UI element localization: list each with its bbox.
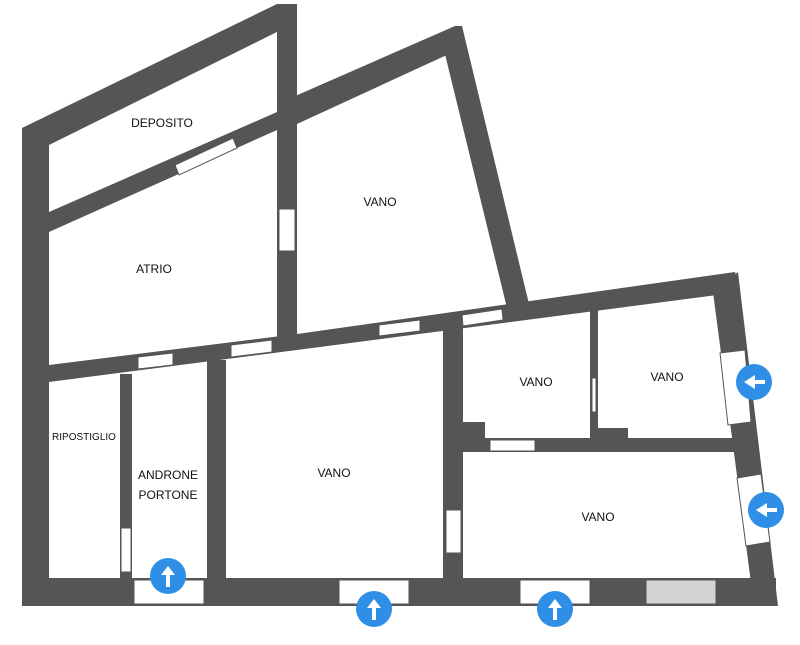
wall-pier-left (463, 422, 485, 440)
room-label-androne: ANDRONE (138, 468, 198, 482)
room-label-vano-bottom-right: VANO (581, 510, 614, 524)
arrow-left-icon (744, 375, 765, 389)
room-label-vano-center: VANO (317, 466, 350, 480)
openings (120, 137, 771, 605)
entrance-marker-androne[interactable] (150, 558, 186, 594)
arrow-up-icon (367, 599, 381, 620)
door-deposito-vano (174, 137, 238, 176)
door-atrio-ripostiglio-side (137, 352, 174, 370)
entrance-marker-vano-center[interactable] (356, 591, 392, 627)
door-ripostiglio (120, 527, 132, 573)
entrance-marker-vano-bottom-right[interactable] (537, 591, 573, 627)
wall-top-diagonal-left (22, 4, 297, 145)
sealed-opening (645, 579, 717, 605)
room-label-deposito: DEPOSITO (131, 116, 193, 130)
arrow-up-icon (548, 599, 562, 620)
wall-vertical-center (277, 4, 297, 348)
room-label-ripostiglio: RIPOSTIGLIO (52, 432, 116, 443)
door-atrio-vano (278, 208, 296, 252)
arrow-left-icon (756, 503, 777, 517)
room-label-atrio: ATRIO (136, 262, 172, 276)
wall-pier-right (598, 428, 628, 440)
walls (22, 4, 778, 606)
room-label-portone: PORTONE (139, 488, 198, 502)
door-vano-top-vano-mid (461, 308, 504, 327)
arrow-up-icon (161, 566, 175, 587)
room-label-vano-mid-right: VANO (650, 370, 683, 384)
wall-slanted-vano-top (443, 26, 529, 308)
wall-ripostiglio-androne (120, 374, 132, 578)
wall-top-diagonal-right (277, 26, 462, 130)
wall-deposito-atrio (49, 112, 277, 232)
door-vano-mid-divider (591, 377, 597, 413)
entrance-marker-vano-bottom-right-side[interactable] (748, 492, 784, 528)
wall-outer-left (22, 128, 49, 606)
room-labels: DEPOSITO ATRIO VANO RIPOSTIGLIO ANDRONE … (52, 116, 684, 524)
door-vano-mid-bottom (489, 439, 536, 452)
door-atrio-vano-center (230, 339, 273, 358)
door-vano-center-right (445, 509, 462, 554)
wall-androne-vano (207, 360, 226, 578)
room-label-vano-mid-left: VANO (519, 375, 552, 389)
room-label-vano-top: VANO (363, 195, 396, 209)
door-vano-top-vano-center (378, 319, 421, 337)
wall-vano-mid-divider (590, 304, 598, 440)
entrance-markers (150, 364, 784, 627)
entrance-marker-vano-mid-right[interactable] (736, 364, 772, 400)
